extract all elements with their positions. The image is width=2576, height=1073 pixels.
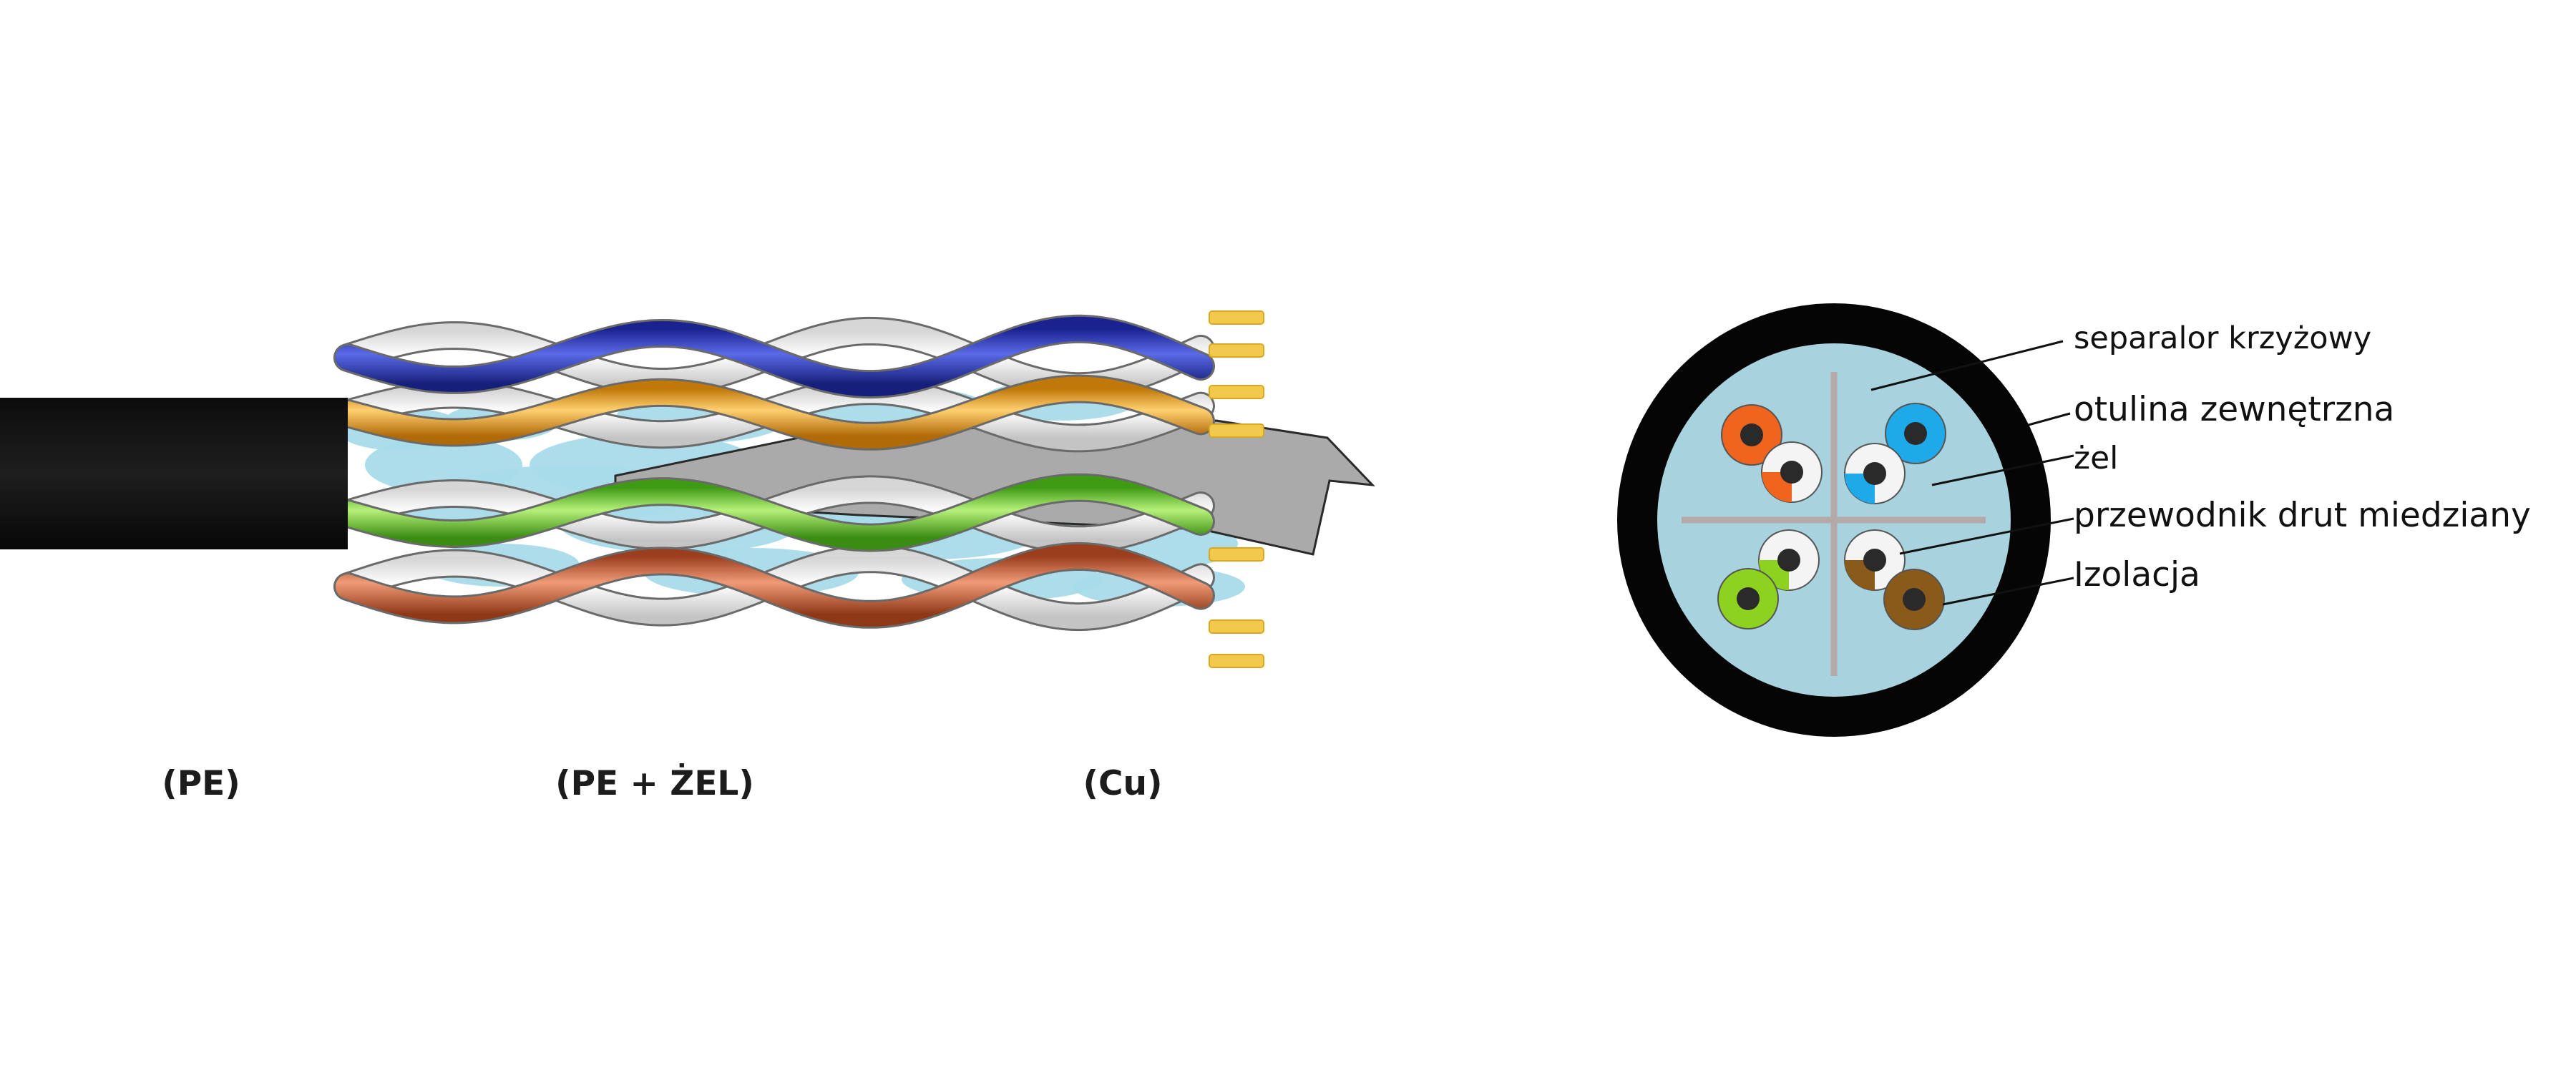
copper-wire-end [1209, 385, 1264, 399]
wire-pairs-front [333, 314, 1215, 629]
callout-gel: żel [2074, 440, 2119, 476]
copper-conductor-ends [1209, 310, 1264, 668]
cable-cross-section [1617, 303, 2074, 737]
insulated-conductor [1761, 441, 1823, 503]
conductor-material-label: (Cu) [1083, 764, 1163, 803]
insulated-conductor [1721, 404, 1782, 466]
copper-core [1740, 423, 1763, 446]
copper-wire-end [1209, 547, 1264, 562]
copper-wire-end [1209, 654, 1264, 668]
insulated-conductor [1717, 568, 1779, 629]
copper-core [1737, 587, 1760, 610]
callout-cross-separator: separalor krzyżowy [2074, 320, 2372, 356]
copper-core [1904, 422, 1927, 445]
copper-core [1903, 588, 1926, 611]
callout-outer-sheath: otulina zewnętrzna [2074, 390, 2395, 429]
green-wire [336, 475, 1213, 550]
insulated-conductor [1758, 529, 1820, 591]
copper-wire-end [1209, 423, 1264, 438]
callout-copper-conductor: przewodnik drut miedziany [2074, 496, 2531, 535]
blue-wire [336, 316, 1213, 397]
leader-lines [1870, 340, 2074, 606]
insulated-conductor [1883, 569, 1945, 630]
copper-core [1863, 549, 1886, 572]
copper-wire-end [1209, 619, 1264, 634]
copper-core [1780, 461, 1803, 484]
orange-wire [336, 376, 1213, 449]
insulated-conductor [1844, 443, 1906, 504]
outer-jacket [0, 398, 348, 549]
copper-core [1863, 462, 1886, 485]
jacket-material-label: (PE) [162, 764, 240, 803]
insulated-conductor [1844, 529, 1906, 591]
brown-wire [336, 544, 1213, 627]
copper-wire-end [1209, 343, 1264, 358]
copper-wire-end [1209, 310, 1264, 325]
copper-core [1777, 549, 1800, 572]
callout-insulation: Izolacja [2074, 555, 2200, 594]
insulated-conductor [1885, 403, 1946, 464]
insulation-gel-label: (PE + ŻEL) [555, 764, 754, 803]
